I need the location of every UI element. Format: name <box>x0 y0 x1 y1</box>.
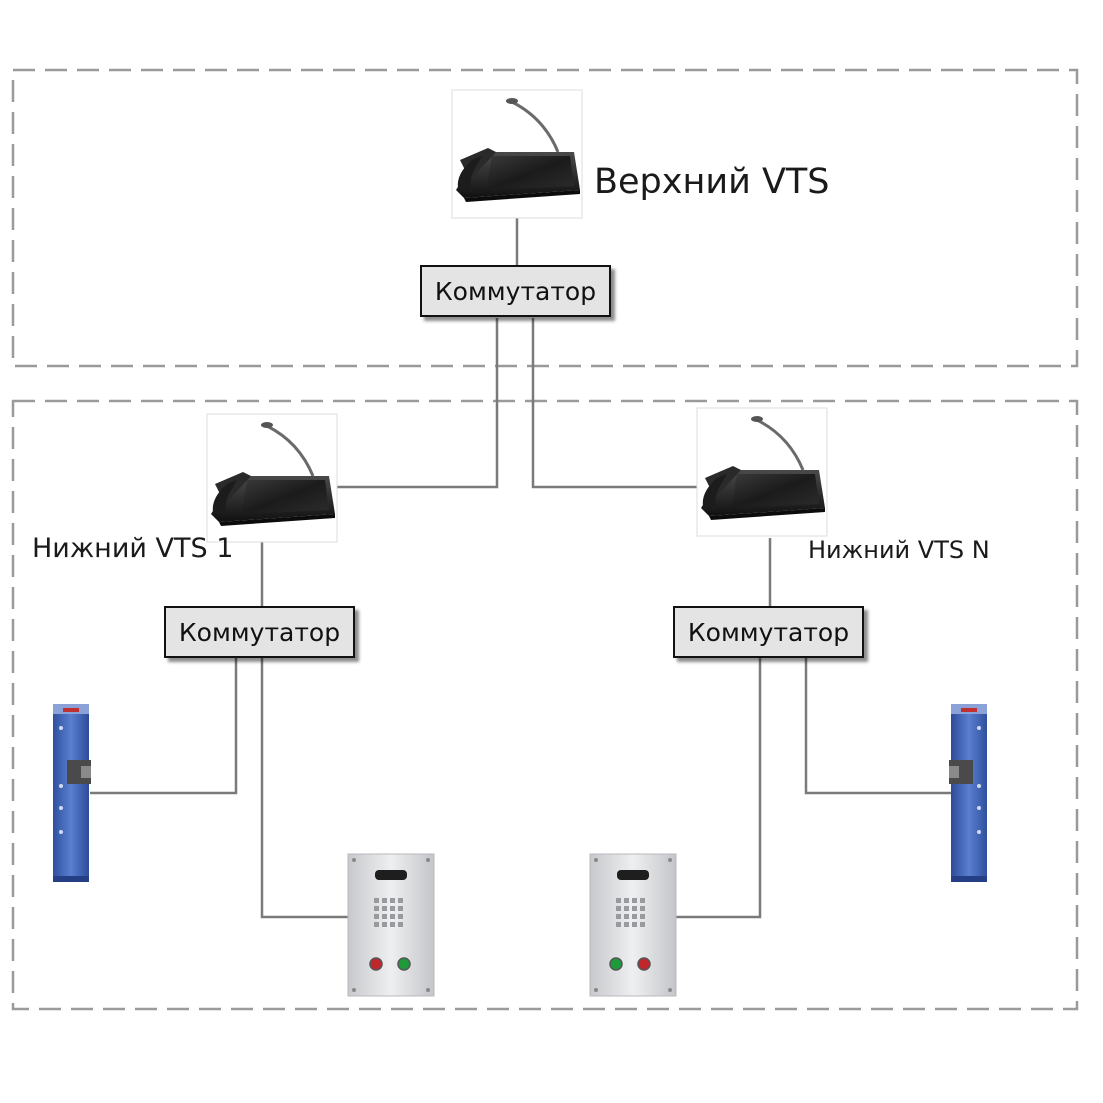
lower-vts-n-station-icon <box>695 406 829 538</box>
left-door-panel-icon <box>347 853 435 997</box>
lower-vts-1-station-icon <box>205 412 339 544</box>
right-barrier-icon <box>949 704 987 882</box>
right-switch-label: Коммутатор <box>687 617 850 647</box>
left-barrier-icon <box>53 704 91 882</box>
right-door-panel-icon <box>589 853 677 997</box>
connection-lines <box>90 218 952 919</box>
left-switch-label: Коммутатор <box>178 617 341 647</box>
upper-vts-station-icon <box>450 88 584 220</box>
lower-vts-n-label: Нижний VTS N <box>808 536 990 564</box>
left-switch-box: Коммутатор <box>164 606 355 658</box>
lower-zone <box>11 399 1079 1011</box>
upper-vts-label: Верхний VTS <box>594 162 830 202</box>
right-switch-box: Коммутатор <box>673 606 864 658</box>
lower-vts-1-label: Нижний VTS 1 <box>32 533 234 564</box>
top-switch-box: Коммутатор <box>420 265 611 317</box>
upper-zone <box>11 68 1079 368</box>
top-switch-label: Коммутатор <box>434 276 597 306</box>
